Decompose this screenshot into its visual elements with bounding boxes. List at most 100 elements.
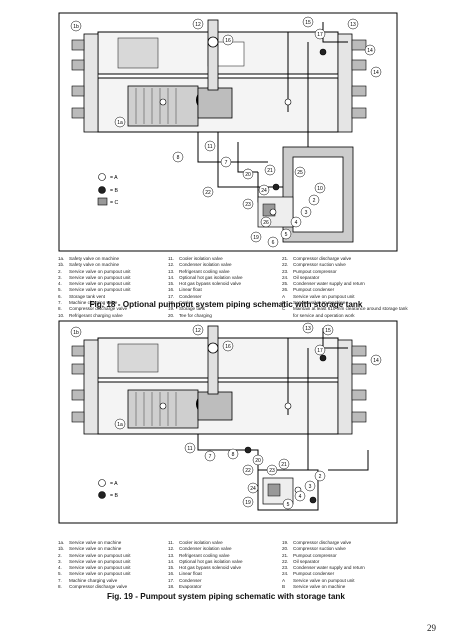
- callout-bubble: [242, 464, 254, 476]
- figure-18-legend-col3: 21.Compressor discharge valve 22.Compres…: [282, 256, 408, 319]
- callout-bubble: [114, 116, 126, 128]
- callout-label: 23: [245, 202, 251, 208]
- callout-bubble: [202, 186, 214, 198]
- legend-item: 18.Evaporator: [168, 584, 202, 590]
- callout-label: 24: [261, 188, 267, 194]
- callout-label: 15: [305, 20, 311, 26]
- figure-19-caption: Fig. 19 - Pumpout system piping schemati…: [107, 592, 345, 601]
- callout-bubble: [264, 164, 276, 176]
- callout-bubble: [247, 482, 259, 494]
- callout-bubble: [258, 184, 270, 196]
- legend-item: 11.Cooler isolation valve: [168, 540, 223, 545]
- key-label: = B: [110, 188, 118, 194]
- callout-label: 21: [281, 462, 287, 468]
- legend-item: 21.Compressor discharge valve: [282, 256, 352, 261]
- callout-label: 7: [225, 160, 228, 166]
- callout-bubble: [70, 326, 82, 338]
- callout-bubble: [294, 490, 306, 502]
- legend-item: 19.Compressor discharge valve: [282, 540, 352, 545]
- callout-label: 1a: [117, 422, 123, 428]
- legend-item: 17.Condenser: [168, 577, 202, 583]
- legend-item: 16.Linear float: [168, 287, 202, 293]
- callout-bubble: [250, 231, 262, 243]
- legend-item: 25.Condenser water supply and return: [282, 281, 365, 287]
- legend-item: 15.Hot gas bypass solenoid valve: [168, 281, 242, 287]
- callout-bubble: [302, 322, 314, 334]
- callout-bubble: [314, 28, 326, 40]
- callout-label: 12: [195, 328, 201, 334]
- legend-item: 7.Machine charging valve: [58, 577, 118, 583]
- callout-label: 14: [373, 358, 379, 364]
- callout-bubble: [347, 18, 359, 30]
- callout-bubble: [184, 442, 196, 454]
- callout-label: 24: [250, 486, 256, 492]
- callout-label: 25: [297, 170, 303, 176]
- shaded-box-icon: [97, 197, 108, 206]
- callout-label: 3: [309, 484, 312, 490]
- legend-item: 8.Compressor discharge valve: [58, 306, 128, 312]
- page-number: 29: [427, 623, 436, 633]
- legend-item: 2.Service valve on pumpout unit: [58, 268, 131, 274]
- legend-item: 16.Linear float: [168, 571, 202, 577]
- legend-item: 20.Compressor suction valve: [282, 546, 346, 552]
- callout-label: 1a: [117, 120, 123, 126]
- callout-bubble: [314, 344, 326, 356]
- legend-item: 3.Service valve on pumpout unit: [58, 558, 131, 564]
- callout-label: 5: [287, 502, 290, 508]
- callout-label: 6: [272, 240, 275, 246]
- valve-open-icon: [98, 479, 106, 487]
- callout-label: 16: [225, 38, 231, 44]
- figure-18-legend-col2: 11.Cooler isolation valve 12.Condenser i…: [168, 256, 243, 319]
- callout-bubble: [192, 18, 204, 30]
- key-label: = A: [110, 481, 118, 487]
- legend-item: 17.Condenser: [168, 293, 202, 299]
- callout-label: 17: [317, 32, 323, 38]
- callout-bubble: [302, 16, 314, 28]
- legend-item: 1a.Service valve on machine: [58, 540, 122, 545]
- callout-bubble: [267, 236, 279, 248]
- callout-label: 4: [299, 494, 302, 500]
- callout-bubble: [222, 34, 234, 46]
- callout-label: 1b: [73, 24, 79, 30]
- legend-item: 3.Service valve on pumpout unit: [58, 274, 131, 280]
- legend-item: for service and operation work: [293, 312, 355, 318]
- valve-closed-icon: [98, 186, 106, 194]
- legend-item: 5.Service valve on pumpout unit: [58, 287, 131, 293]
- legend-item: 1b.Safety valve on machine: [58, 262, 120, 268]
- callout-bubble: [304, 480, 316, 492]
- callout-bubble: [114, 418, 126, 430]
- callout-bubble: [300, 206, 312, 218]
- legend-item: 24.Pumpout condenser: [282, 571, 335, 577]
- callout-label: 3: [305, 210, 308, 216]
- legend-item: 12.Condenser isolation valve: [168, 262, 232, 268]
- callout-bubble: [282, 498, 294, 510]
- callout-bubble: [370, 66, 382, 78]
- key-label: = A: [110, 175, 118, 181]
- callout-bubble: [260, 216, 272, 228]
- callout-label: 2: [313, 198, 316, 204]
- callout-label: 14: [367, 48, 373, 54]
- legend-item: 22.Oil separator: [282, 558, 320, 564]
- callout-bubble: [242, 198, 254, 210]
- legend-item: 8.Compressor discharge valve: [58, 584, 128, 590]
- figure-18-legend-col1: 1a.Safety valve on machine 1b.Safety val…: [58, 256, 131, 319]
- legend-item: 11.Cooler isolation valve: [168, 256, 223, 261]
- callout-bubble: [242, 496, 254, 508]
- legend-item: 19.Storage tank: [168, 306, 206, 312]
- figure-19-legend-col1: 1a.Service valve on machine 1b.Service v…: [58, 540, 131, 590]
- legend-item: 4.Service valve on pumpout unit: [58, 565, 131, 571]
- callout-label: 1b: [73, 330, 79, 336]
- legend-item: 14.Optional hot gas isolation valve: [168, 558, 243, 564]
- legend-item: 1a.Safety valve on machine: [58, 256, 120, 261]
- callout-label: 12: [195, 22, 201, 28]
- callout-bubble: [204, 140, 216, 152]
- legend-item: 10.Refrigerant charging valve: [58, 312, 123, 318]
- callout-bubble: [70, 20, 82, 32]
- legend-item: 4.Service valve on pumpout unit: [58, 281, 131, 287]
- legend-item: 13.Refrigerant cooling valve: [168, 268, 230, 274]
